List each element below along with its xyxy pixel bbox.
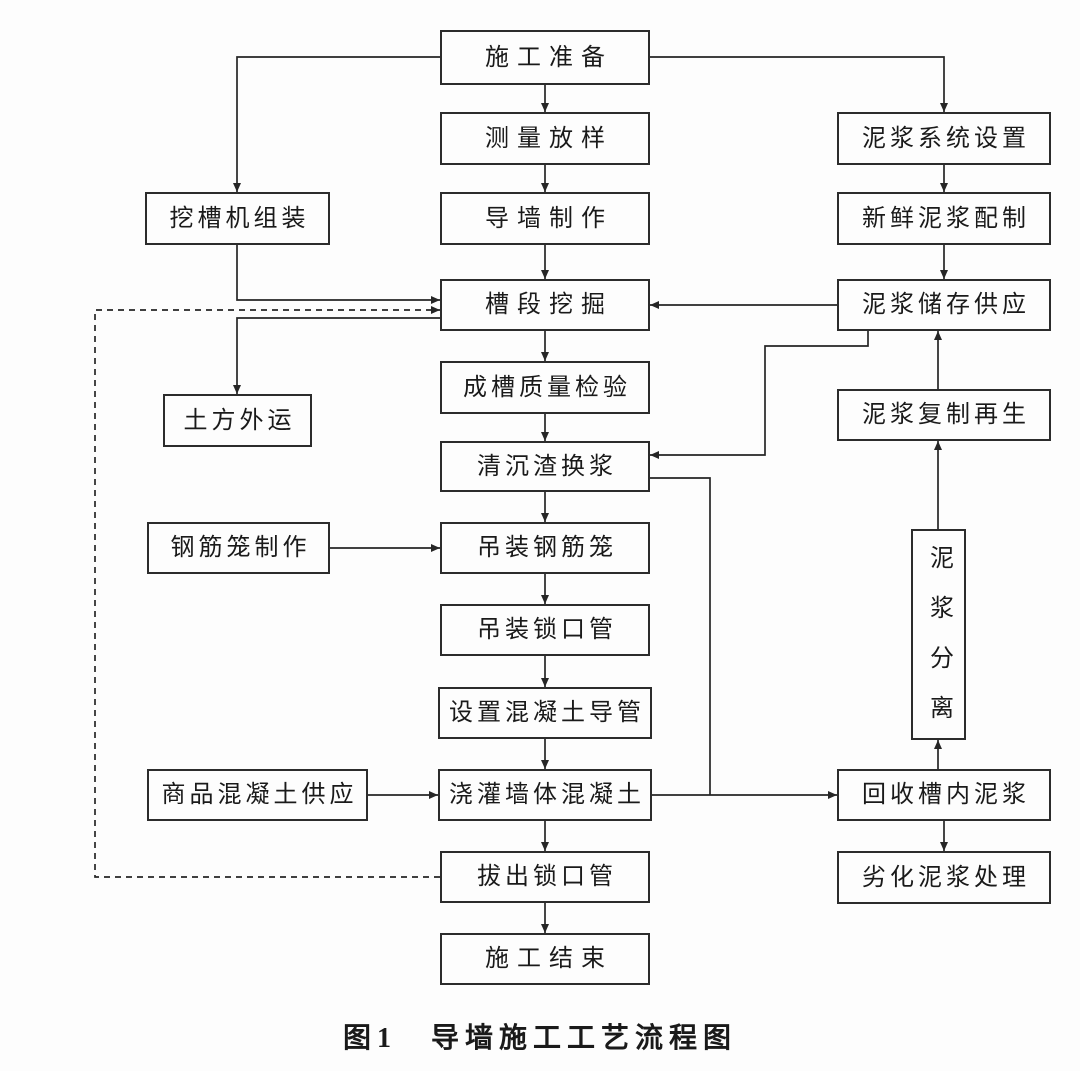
- edge-pull-pipe-to-excavate-dashed: [94, 306, 440, 878]
- node-fresh-slurry: 新鲜泥浆配制: [837, 192, 1051, 245]
- node-slurry-system: 泥浆系统设置: [837, 112, 1051, 165]
- edge-prep-to-excavator: [233, 56, 440, 192]
- node-recover-slurry: 回收槽内泥浆: [837, 769, 1051, 821]
- edge-sediment-to-recover-slurry: [650, 477, 711, 795]
- figure-caption: 图1 导墙施工工艺流程图: [342, 1023, 737, 1054]
- node-earth: 土方外运: [163, 394, 312, 447]
- node-slurry-regen: 泥浆复制再生: [837, 389, 1051, 441]
- node-prep: 施工准备: [440, 30, 650, 85]
- node-excavator: 挖槽机组装: [145, 192, 330, 245]
- node-slurry-storage: 泥浆储存供应: [837, 279, 1051, 331]
- node-slurry-separation: 泥浆分离: [911, 529, 966, 745]
- node-hoist-cage: 吊装钢筋笼: [440, 522, 650, 574]
- node-finish: 施工结束: [440, 933, 650, 985]
- node-conduit: 设置混凝土导管: [438, 687, 652, 739]
- node-excavate: 槽段挖掘: [440, 279, 650, 331]
- edge-prep-to-slurry-system: [650, 56, 948, 112]
- edge-excavator-to-excavate: [236, 245, 440, 304]
- node-guide-wall: 导墙制作: [440, 192, 650, 245]
- node-survey: 测量放样: [440, 112, 650, 165]
- node-hoist-pipe: 吊装锁口管: [440, 604, 650, 656]
- edge-excavate-to-earth: [233, 317, 440, 394]
- node-waste-slurry: 劣化泥浆处理: [837, 851, 1051, 904]
- node-cage-make: 钢筋笼制作: [147, 522, 330, 574]
- node-concrete-supply: 商品混凝土供应: [147, 769, 368, 821]
- node-pull-pipe: 拔出锁口管: [440, 851, 650, 903]
- node-quality: 成槽质量检验: [440, 361, 650, 414]
- node-pour: 浇灌墙体混凝土: [438, 769, 652, 821]
- node-sediment: 清沉渣换浆: [440, 441, 650, 492]
- edge-slurry-storage-to-sediment: [650, 331, 869, 459]
